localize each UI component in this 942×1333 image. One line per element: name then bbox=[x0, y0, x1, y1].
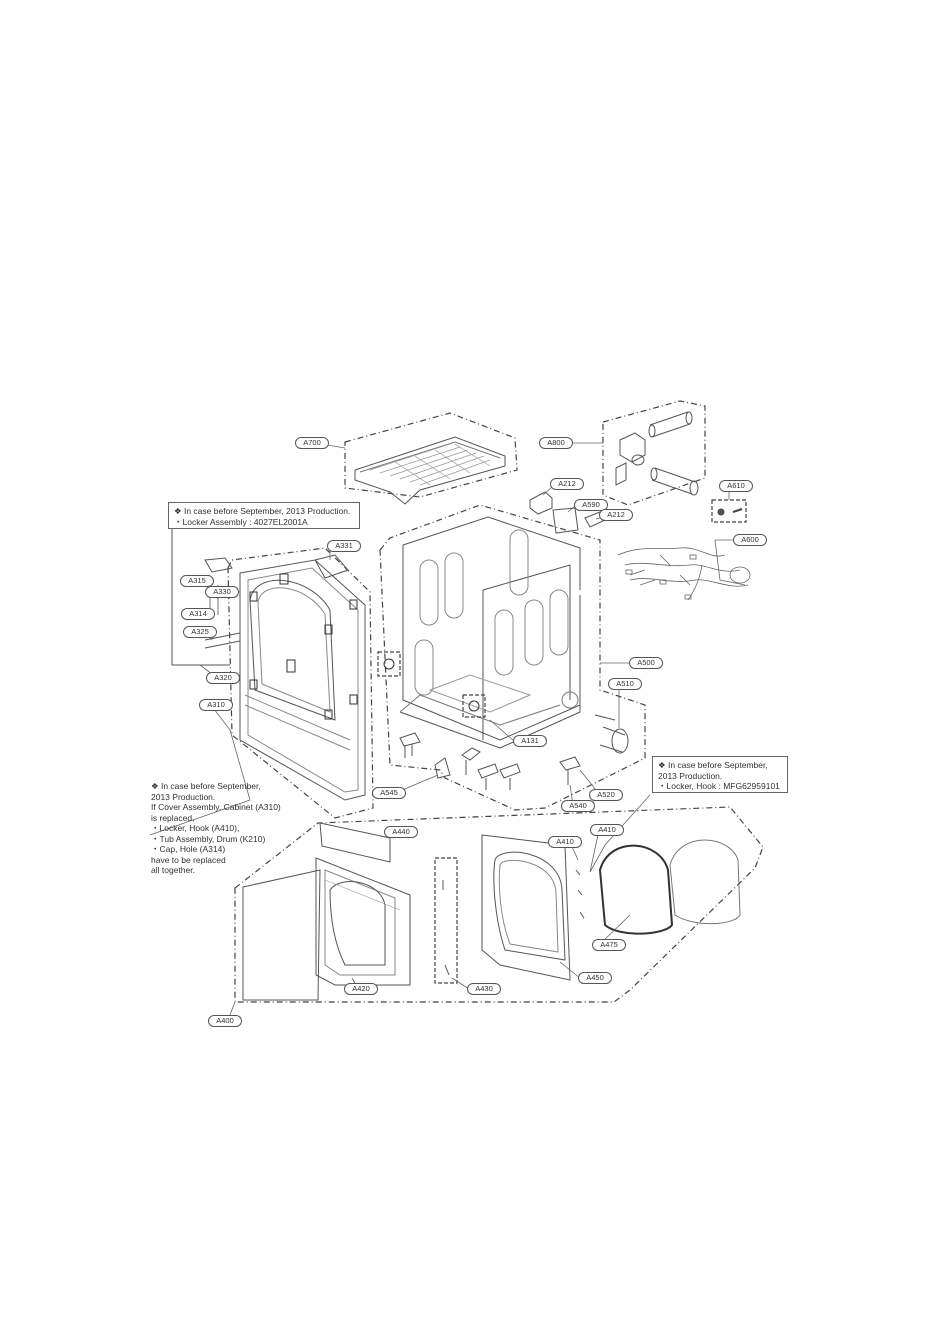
callout-a325: A325 bbox=[183, 626, 217, 638]
callout-a420: A420 bbox=[344, 983, 378, 995]
callout-a475: A475 bbox=[592, 939, 626, 951]
callout-a430: A430 bbox=[467, 983, 501, 995]
note-line: If Cover Assembly, Cabinet (A310) bbox=[151, 802, 281, 812]
exhaust-duct-part bbox=[602, 400, 706, 506]
callout-a520: A520 bbox=[589, 789, 623, 801]
callout-a540: A540 bbox=[561, 800, 595, 812]
top-plate-part bbox=[344, 412, 518, 505]
note-line: ・Locker, Hook : MFG62959101 bbox=[658, 781, 780, 791]
exhaust-pipe-part bbox=[594, 714, 629, 754]
door-assembly-part bbox=[234, 806, 764, 1003]
callout-a600: A600 bbox=[733, 534, 767, 546]
callout-a320: A320 bbox=[206, 672, 240, 684]
note-line: ・Tub Assembly, Drum (K210) bbox=[151, 833, 266, 844]
locker-hook-note: ❖ In case before September, 2013 Product… bbox=[652, 756, 788, 793]
callout-a590: A590 bbox=[574, 499, 608, 511]
callout-a314: A314 bbox=[181, 608, 215, 620]
screw-kit-part bbox=[711, 499, 747, 523]
note-line: ・Cap, Hole (A314) bbox=[151, 844, 226, 854]
note-line: 2013 Production. bbox=[658, 770, 723, 781]
callout-a450: A450 bbox=[578, 972, 612, 984]
note-line: is replaced, bbox=[151, 812, 195, 823]
callout-a510: A510 bbox=[608, 678, 642, 690]
note-line: ・Locker, Hook (A410), bbox=[151, 823, 240, 833]
callout-a410: A410 bbox=[590, 824, 624, 836]
note-line: 2013 Production. bbox=[151, 791, 216, 802]
callout-a212: A212 bbox=[550, 478, 584, 490]
callout-a212: A212 bbox=[599, 509, 633, 521]
callout-a315: A315 bbox=[180, 575, 214, 587]
cover-assembly-note: ❖ In case before September, 2013 Product… bbox=[151, 781, 281, 876]
note-line: all together. bbox=[151, 865, 195, 875]
callout-a400: A400 bbox=[208, 1015, 242, 1027]
callout-a545: A545 bbox=[372, 787, 406, 799]
note-line: ❖ In case before September, bbox=[151, 781, 261, 791]
callout-a310: A310 bbox=[199, 699, 233, 711]
callout-a331: A331 bbox=[327, 540, 361, 552]
front-cabinet-cover-part bbox=[171, 529, 374, 819]
callout-a800: A800 bbox=[539, 437, 573, 449]
callout-a410: A410 bbox=[548, 836, 582, 848]
callout-a330: A330 bbox=[205, 586, 239, 598]
wire-harness-part bbox=[617, 539, 751, 601]
locker-assembly-note: ❖ In case before September, 2013 Product… bbox=[168, 502, 360, 529]
callout-a131: A131 bbox=[513, 735, 547, 747]
note-line: ❖ In case before September, bbox=[658, 760, 768, 770]
note-line: ❖ In case before September, 2013 Product… bbox=[174, 506, 351, 516]
note-line: ・Locker Assembly : 4027EL2001A bbox=[174, 516, 308, 527]
cabinet-body-part bbox=[377, 504, 646, 811]
callout-a610: A610 bbox=[719, 480, 753, 492]
note-line: have to be replaced bbox=[151, 854, 226, 865]
callout-a500: A500 bbox=[629, 657, 663, 669]
callout-a700: A700 bbox=[295, 437, 329, 449]
callout-a440: A440 bbox=[384, 826, 418, 838]
